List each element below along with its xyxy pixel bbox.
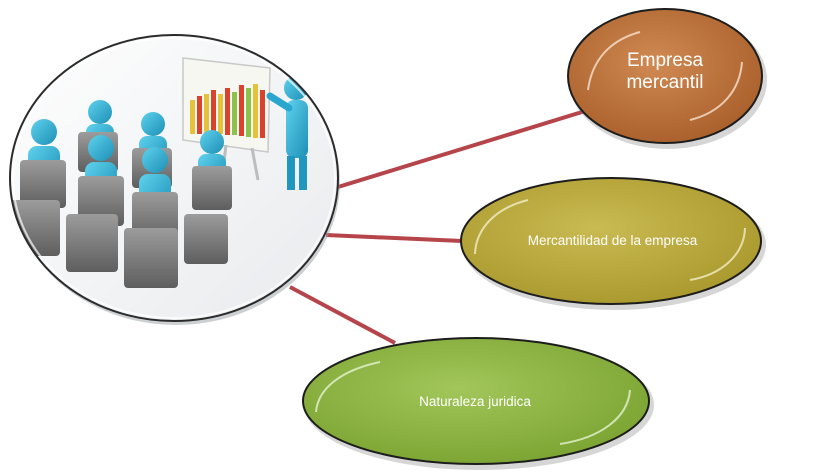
audience-figures xyxy=(10,100,232,288)
connector-to-naturaleza xyxy=(289,285,396,345)
connector-to-mercantilidad xyxy=(325,233,463,243)
bar-chart-icon xyxy=(190,84,265,138)
connectors xyxy=(289,106,596,345)
node-naturaleza xyxy=(302,337,654,470)
connector-to-empresa-mercantil xyxy=(337,106,596,189)
presentation-meeting-picture xyxy=(9,34,340,325)
node-empresa-mercantil xyxy=(567,8,767,149)
node-mercantilidad xyxy=(460,177,766,310)
